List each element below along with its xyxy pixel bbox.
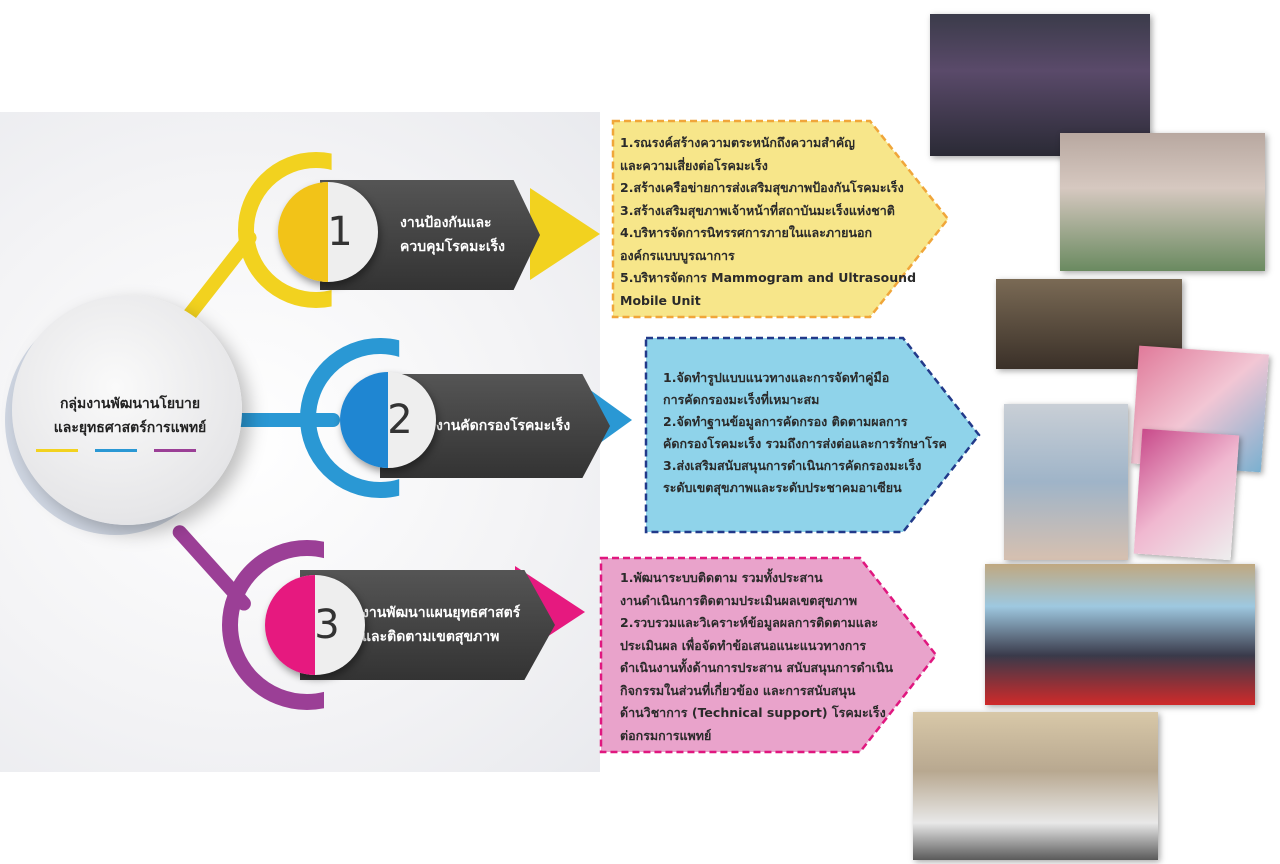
branch2-title-line1: งานคัดกรองโรคมะเร็ง (436, 418, 571, 434)
detail-line: องค์กรแบบบูรณาการ (620, 247, 735, 263)
branch2-number: 2 (387, 397, 413, 443)
detail-line: คัดกรองโรคมะเร็ง รวมถึงการส่งต่อและการรั… (663, 436, 947, 451)
branch3-details-box: 1.พัฒนาระบบติดตาม รวมทั้งประสาน งานดำเนิ… (598, 555, 940, 755)
branch2-number-badge: 2 (340, 372, 436, 468)
bar-yellow (36, 449, 78, 452)
hub-circle (12, 295, 242, 525)
detail-line: 4.บริหารจัดการนิทรรศการภายในและภายนอก (620, 225, 873, 240)
detail-line: ระดับเขตสุขภาพและระดับประชาคมอาเซียน (663, 480, 902, 495)
detail-line: การคัดกรองมะเร็งที่เหมาะสม (663, 392, 820, 407)
detail-line: งานดำเนินการติดตามประเมินผลเขตสุขภาพ (620, 592, 858, 608)
branch3-number: 3 (314, 602, 340, 648)
photo-conference-group (985, 564, 1255, 705)
branch1-arrow (530, 188, 600, 280)
hub-color-bars (36, 449, 196, 452)
box-shape (611, 119, 950, 319)
detail-line: 3.สร้างเสริมสุขภาพเจ้าหน้าที่สถาบันมะเร็… (620, 202, 895, 218)
detail-line: ประเมินผล เพื่อจัดทำข้อเสนอแนะแนวทางการ (620, 637, 867, 653)
detail-line: ดำเนินงานทั้งด้านการประสาน สนับสนุนการดำ… (620, 660, 894, 675)
branch1-title-line2: ควบคุมโรคมะเร็ง (400, 239, 505, 255)
detail-line: กิจกรรมในส่วนที่เกี่ยวข้อง และการสนับสนุ… (620, 682, 856, 698)
detail-line: 3.ส่งเสริมสนับสนุนการดำเนินการคัดกรองมะเ… (663, 458, 922, 473)
detail-line: 1.จัดทำรูปแบบแนวทางและการจัดทำคู่มือ (663, 370, 890, 385)
hub-title-line1: กลุ่มงานพัฒนานโยบาย (59, 396, 201, 412)
detail-line: และความเสี่ยงต่อโรคมะเร็ง (620, 157, 768, 173)
box-shape (644, 336, 981, 534)
detail-line: 2.รวบรวมและวิเคราะห์ข้อมูลผลการติดตามและ (620, 615, 879, 630)
branch1-number: 1 (327, 209, 353, 255)
detail-line: ต่อกรมการแพทย์ (620, 727, 712, 743)
photo-brochure-2 (1133, 428, 1240, 561)
branch1-title-line1: งานป้องกันและ (400, 215, 492, 231)
branch2-details-box: 1.จัดทำรูปแบบแนวทางและการจัดทำคู่มือ การ… (643, 335, 983, 535)
detail-line: 5.บริหารจัดการ Mammogram and Ultrasound (620, 270, 917, 285)
branch1-details-box: 1.รณรงค์สร้างความตระหนักถึงความสำคัญ และ… (610, 118, 952, 320)
photo-campaign-group (930, 14, 1150, 156)
detail-line: 1.รณรงค์สร้างความตระหนักถึงความสำคัญ (620, 135, 855, 150)
branch3-title-line1: งานพัฒนาแผนยุทธศาสตร์ (362, 605, 521, 621)
detail-line: 2.จัดทำฐานข้อมูลการคัดกรอง ติดตามผลการ (663, 414, 908, 429)
photo-meeting-hall (913, 712, 1158, 860)
hub-title-line2: และยุทธศาสตร์การแพทย์ (53, 420, 207, 436)
detail-line: Mobile Unit (620, 292, 701, 308)
branch3-number-badge: 3 (265, 575, 365, 675)
box-shape (599, 556, 938, 754)
hub-title: กลุ่มงานพัฒนานโยบาย และยุทธศาสตร์การแพทย… (30, 392, 230, 440)
photo-breast-exam-training (1004, 404, 1128, 560)
branch1-number-badge: 1 (278, 182, 378, 282)
photo-seminar-room (1060, 133, 1265, 271)
detail-line: 1.พัฒนาระบบติดตาม รวมทั้งประสาน (620, 570, 823, 585)
bar-blue (95, 449, 137, 452)
detail-line: 2.สร้างเครือข่ายการส่งเสริมสุขภาพป้องกัน… (620, 180, 904, 195)
detail-line: ด้านวิชาการ (Technical support) โรคมะเร็… (620, 705, 886, 720)
bar-purple (154, 449, 196, 452)
branch3-title-line2: และติดตามเขตสุขภาพ (362, 629, 500, 645)
